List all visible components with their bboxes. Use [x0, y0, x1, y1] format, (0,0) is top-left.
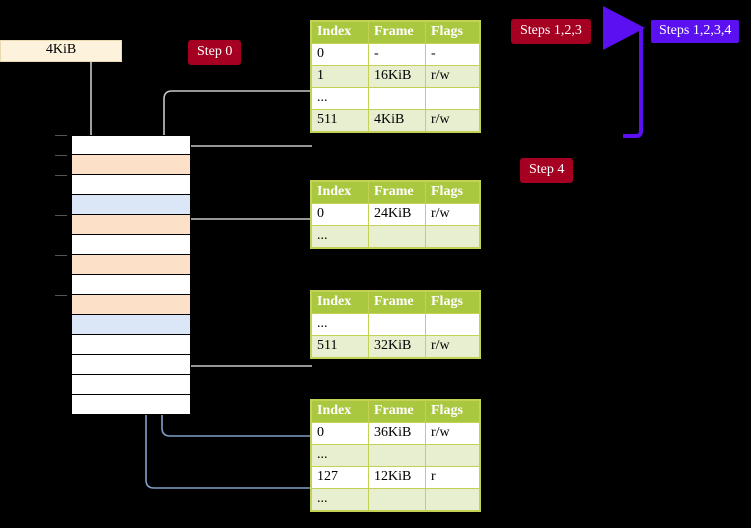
column-header-flags: Flags [425, 400, 480, 423]
table-cell: r/w [425, 422, 480, 445]
badge-steps-1234: Steps 1,2,3,4 [651, 20, 740, 43]
table-cell: 1 [311, 65, 369, 88]
column-header-frame: Frame [368, 181, 426, 204]
column-header-flags: Flags [425, 181, 480, 204]
badge-steps-123: Steps 1,2,3 [512, 20, 590, 43]
memory-block [71, 355, 191, 375]
wire-pd-row511-to-memory [166, 301, 312, 367]
memory-block [71, 175, 191, 195]
memory-tick [55, 175, 67, 176]
table-cell [368, 313, 426, 336]
table-cell [425, 87, 480, 110]
column-header-frame: Frame [368, 21, 426, 44]
table-cell [425, 313, 480, 336]
table-cell [425, 444, 480, 467]
memory-column [55, 135, 191, 415]
table-cell: 36KiB [368, 422, 426, 445]
column-header-flags: Flags [425, 21, 480, 44]
wire-memory-to-pt-row0 [150, 198, 312, 437]
table-cell: r/w [425, 203, 480, 226]
memory-tick [55, 135, 67, 136]
table-row: 0-- [311, 43, 480, 66]
memory-block [71, 395, 191, 415]
table-cell [425, 225, 480, 248]
column-header-index: Index [311, 291, 369, 314]
table-cell: - [425, 43, 480, 66]
table-cell: 0 [311, 422, 369, 445]
memory-tick [55, 215, 67, 216]
memory-block [71, 235, 191, 255]
table-cell [368, 444, 426, 467]
memory-tick [55, 155, 67, 156]
memory-tick [55, 295, 67, 296]
column-header-index: Index [311, 181, 369, 204]
memory-tick [55, 255, 67, 256]
memory-size-text: 4KiB [45, 42, 77, 57]
memory-block [71, 335, 191, 355]
table-cell: r [425, 466, 480, 489]
table-cell: r/w [425, 109, 480, 132]
memory-block [71, 155, 191, 175]
wire-memory-to-pt-row127 [134, 313, 312, 489]
column-header-index: Index [311, 21, 369, 44]
memory-block [71, 275, 191, 295]
table-cell: ... [311, 225, 369, 248]
table-cell: 0 [311, 203, 369, 226]
memory-block [71, 315, 191, 335]
table-cell: 0 [311, 43, 369, 66]
column-header-frame: Frame [368, 291, 426, 314]
memory-block [71, 295, 191, 315]
wire-pdp-row0-to-memory [177, 218, 312, 261]
table-cell: 16KiB [368, 65, 426, 88]
purple-step-bracket-arrow [603, 6, 645, 138]
memory-block [71, 215, 191, 235]
column-header-index: Index [311, 400, 369, 423]
table-cell: - [368, 43, 426, 66]
table-cell [368, 87, 426, 110]
table-cell: ... [311, 87, 369, 110]
table-row: ... [311, 444, 480, 467]
table-cell [425, 488, 480, 511]
memory-block [71, 255, 191, 275]
memory-block [71, 195, 191, 215]
memory-block [71, 135, 191, 155]
table-cell: 4KiB [368, 109, 426, 132]
wire-pml4-row511-to-memory [177, 145, 312, 167]
memory-block [71, 375, 191, 395]
table-cell: r/w [425, 65, 480, 88]
wire-pml4-row1-to-memory [163, 90, 312, 217]
table-cell: ... [311, 488, 369, 511]
table-cell: r/w [425, 335, 480, 358]
table-cell: ... [311, 444, 369, 467]
column-header-flags: Flags [425, 291, 480, 314]
table-cell: ... [311, 313, 369, 336]
memory-size-label: 4KiB [0, 40, 122, 62]
badge-step0: Step 0 [189, 41, 241, 64]
table-cell: 12KiB [368, 466, 426, 489]
table-cell: 511 [311, 109, 369, 132]
table-row: ... [311, 313, 480, 336]
table-row: ... [311, 488, 480, 511]
table-row: ... [311, 225, 480, 248]
table-cell: 511 [311, 335, 369, 358]
table-cell [368, 225, 426, 248]
table-cell: 32KiB [368, 335, 426, 358]
table-cell [368, 488, 426, 511]
badge-step4: Step 4 [521, 159, 573, 182]
column-header-frame: Frame [368, 400, 426, 423]
table-cell: 24KiB [368, 203, 426, 226]
table-row: ... [311, 87, 480, 110]
table-cell: 127 [311, 466, 369, 489]
